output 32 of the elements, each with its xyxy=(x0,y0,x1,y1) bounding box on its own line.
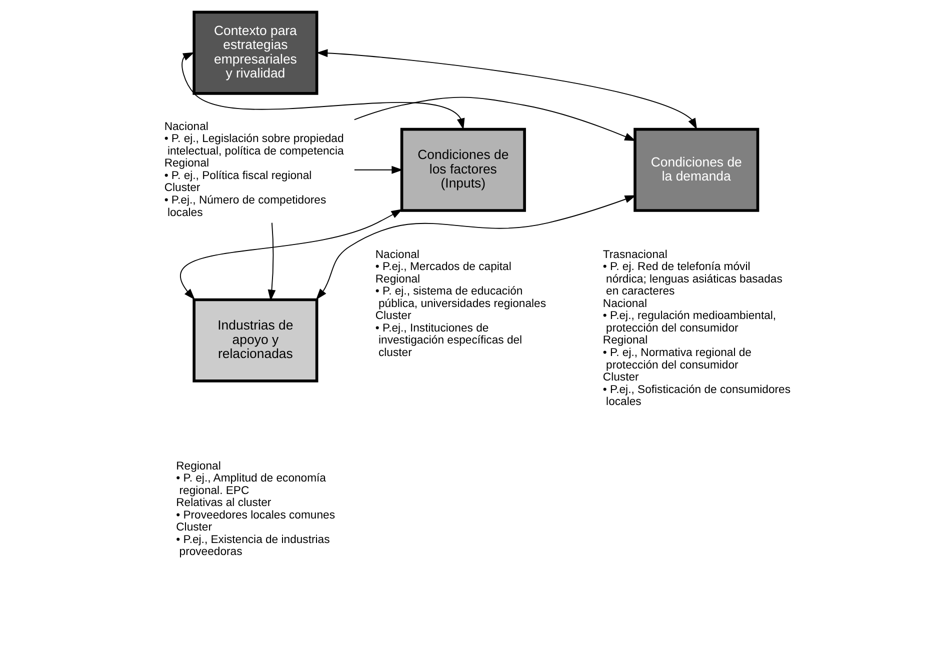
node-label: • P. ej., Normativa regional de protección del consumidor xyxy=(602,347,752,372)
node-label: Cluster xyxy=(602,372,638,384)
node-label: • P. ej., Amplitud de economía regional. EPC xyxy=(176,472,326,497)
label: • P.ej., Mercados de capital xyxy=(374,261,511,274)
label: Cluster xyxy=(176,522,212,534)
node-label: Relativas al cluster xyxy=(176,497,271,510)
node-label: Trasnacional xyxy=(602,248,667,261)
arrow xyxy=(181,52,464,130)
arrow xyxy=(316,49,697,130)
node-box: Condiciones de la demanda xyxy=(633,128,759,212)
node-box: Contexto para estrategias empresariales y rivalidad xyxy=(192,10,318,95)
node-label: Regional xyxy=(602,334,648,347)
node-label: • P.ej., Sofisticación de consumidores locales xyxy=(602,384,790,408)
arrow xyxy=(267,222,276,302)
arrow xyxy=(353,166,403,174)
node-label: Cluster xyxy=(374,310,411,322)
label: • P.ej., Instituciones de investigación específicas del cluster xyxy=(374,322,522,360)
node-box: Condiciones de los factores (Inputs) xyxy=(400,128,526,212)
node-label: Nacional xyxy=(374,248,419,261)
node-label: • Proveedores locales comunes xyxy=(176,509,335,522)
arrow xyxy=(315,195,636,300)
label: • P. ej., sistema de educación pública, universidades regionales xyxy=(374,286,546,310)
node-box: Industrias de apoyo y relacionadas xyxy=(192,298,318,382)
node-text: Nacional • P. ej., Legislación sobre propiedad intelectual, política de competencia Regional • P. ej., Política fiscal regional Cluster • P.ej., Número de competidores locales xyxy=(164,120,344,219)
node-label: • P. ej. Red de telefonía móvil nórdica; lenguas asiáticas basadas en caracteres xyxy=(602,261,782,298)
arrow xyxy=(353,96,636,142)
arrow xyxy=(180,208,402,300)
label: Nacional xyxy=(602,298,647,310)
node-label: • P.ej., regulación medioambiental, protección del consumidor xyxy=(602,310,776,334)
node-label: • P.ej., Existencia de industrias proveedoras xyxy=(176,534,330,558)
label: Regional xyxy=(176,460,220,472)
node-label: Regional xyxy=(374,273,420,286)
